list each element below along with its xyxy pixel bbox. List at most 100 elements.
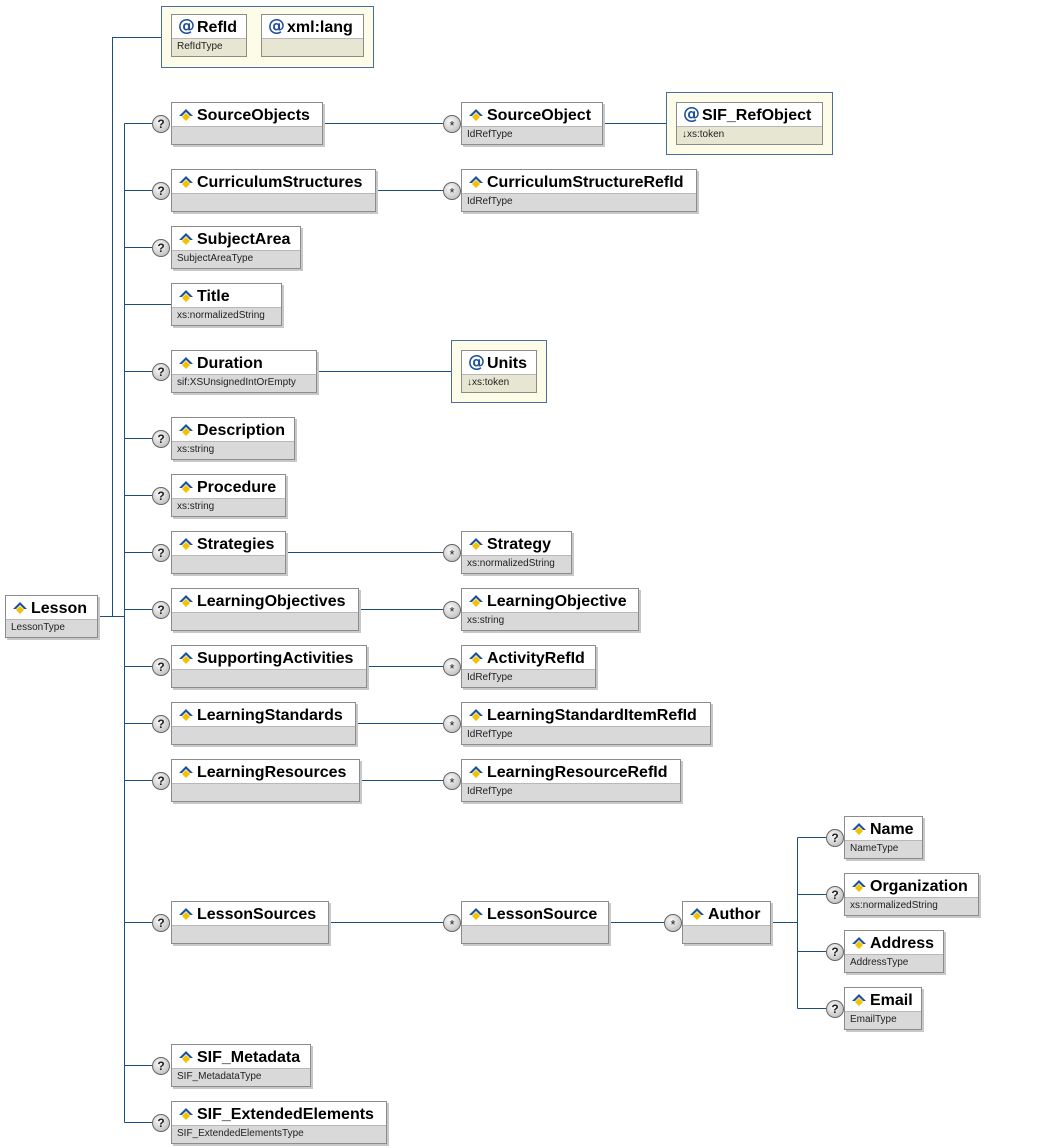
element-name: CurriculumStructureRefId [487,174,684,191]
repeat-marker: * [443,544,461,562]
element-icon [179,595,193,607]
strategy-element[interactable]: Strategy xs:normalizedString [461,531,572,574]
element-type: AddressType [850,957,909,968]
duration-element[interactable]: Duration sif:XSUnsignedIntOrEmpty [171,350,317,393]
xml-lang-attribute[interactable]: @xml:lang [261,14,364,57]
attribute-name: xml:lang [287,19,353,36]
element-icon [469,652,483,664]
optional-marker: ? [152,1114,170,1132]
optional-marker: ? [152,1057,170,1075]
element-type: xs:normalizedString [850,900,938,911]
attribute-name: RefId [197,19,237,36]
element-name: LearningStandards [197,707,343,724]
learningstandarditemrefid-element[interactable]: LearningStandardItemRefId IdRefType [461,702,711,745]
curriculumstructurerefid-element[interactable]: CurriculumStructureRefId IdRefType [461,169,697,212]
curriculumstructures-element[interactable]: CurriculumStructures [171,169,376,212]
element-name: Name [870,821,914,838]
element-icon [179,766,193,778]
strategies-element[interactable]: Strategies [171,531,286,574]
learningresources-element[interactable]: LearningResources [171,759,360,802]
learningobjectives-element[interactable]: LearningObjectives [171,588,359,631]
element-icon [469,709,483,721]
element-type: IdRefType [467,196,513,207]
procedure-element[interactable]: Procedure xs:string [171,474,286,517]
element-icon [469,908,483,920]
element-icon [469,595,483,607]
element-type: xs:string [177,444,215,455]
element-type: xs:normalizedString [467,558,555,569]
element-type: EmailType [850,1014,897,1025]
element-name: SIF_ExtendedElements [197,1106,374,1123]
activityrefid-element[interactable]: ActivityRefId IdRefType [461,645,596,688]
repeat-marker: * [443,182,461,200]
element-name: Title [197,288,230,305]
lesson-element[interactable]: Lesson LessonType [5,595,98,638]
sif-extendedelements-element[interactable]: SIF_ExtendedElements SIF_ExtendedElement… [171,1101,387,1144]
optional-marker: ? [826,886,844,904]
element-name: Lesson [31,600,88,617]
optional-marker: ? [152,544,170,562]
element-icon [179,176,193,188]
author-element[interactable]: Author [682,901,771,944]
element-icon [179,908,193,920]
sif-refobject-attribute[interactable]: @SIF_RefObject ↓xs:token [676,102,823,145]
description-element[interactable]: Description xs:string [171,417,295,460]
title-element[interactable]: Title xs:normalizedString [171,283,282,326]
element-icon [179,357,193,369]
optional-marker: ? [152,363,170,381]
refid-attribute[interactable]: @RefId RefIdType [171,14,247,57]
sourceobject-element[interactable]: SourceObject IdRefType [461,102,603,145]
element-name: SourceObject [487,107,592,124]
attribute-icon: @ [268,16,285,36]
element-icon [179,709,193,721]
element-name: Description [197,422,286,439]
supportingactivities-element[interactable]: SupportingActivities [171,645,367,688]
element-icon [179,290,193,302]
subjectarea-element[interactable]: SubjectArea SubjectAreaType [171,226,301,269]
name-element[interactable]: Name NameType [844,816,923,859]
element-name: Email [870,992,913,1009]
element-name: Organization [870,878,968,895]
element-name: LessonSources [197,906,317,923]
learningobjective-element[interactable]: LearningObjective xs:string [461,588,639,631]
element-type: IdRefType [467,786,513,797]
optional-marker: ? [152,487,170,505]
address-element[interactable]: Address AddressType [844,930,944,973]
optional-marker: ? [152,239,170,257]
element-icon [469,109,483,121]
element-icon [179,424,193,436]
learningresourcerefid-element[interactable]: LearningResourceRefId IdRefType [461,759,681,802]
element-name: CurriculumStructures [197,174,363,191]
element-icon [852,994,866,1006]
organization-element[interactable]: Organization xs:normalizedString [844,873,979,916]
element-type: IdRefType [467,129,513,140]
optional-marker: ? [826,1000,844,1018]
learningstandards-element[interactable]: LearningStandards [171,702,356,745]
element-type: SIF_MetadataType [177,1071,262,1082]
optional-marker: ? [152,715,170,733]
optional-marker: ? [152,914,170,932]
email-element[interactable]: Email EmailType [844,987,922,1030]
sourceobjects-element[interactable]: SourceObjects [171,102,323,145]
element-name: SupportingActivities [197,650,354,667]
repeat-marker: * [443,715,461,733]
attribute-name: SIF_RefObject [702,107,812,124]
optional-marker: ? [152,601,170,619]
element-icon [13,602,27,614]
repeat-marker: * [443,601,461,619]
lessonsource-element[interactable]: LessonSource [461,901,609,944]
element-type: SubjectAreaType [177,253,254,264]
element-icon [852,937,866,949]
attribute-name: Units [487,355,527,372]
lessonsources-element[interactable]: LessonSources [171,901,329,944]
repeat-marker: * [443,914,461,932]
units-attribute[interactable]: @Units ↓xs:token [461,350,537,393]
sif-metadata-element[interactable]: SIF_Metadata SIF_MetadataType [171,1044,311,1087]
optional-marker: ? [152,182,170,200]
element-icon [852,880,866,892]
element-icon [179,1051,193,1063]
attribute-type: RefIdType [177,41,223,52]
element-type: xs:string [467,615,505,626]
element-name: Address [870,935,935,952]
